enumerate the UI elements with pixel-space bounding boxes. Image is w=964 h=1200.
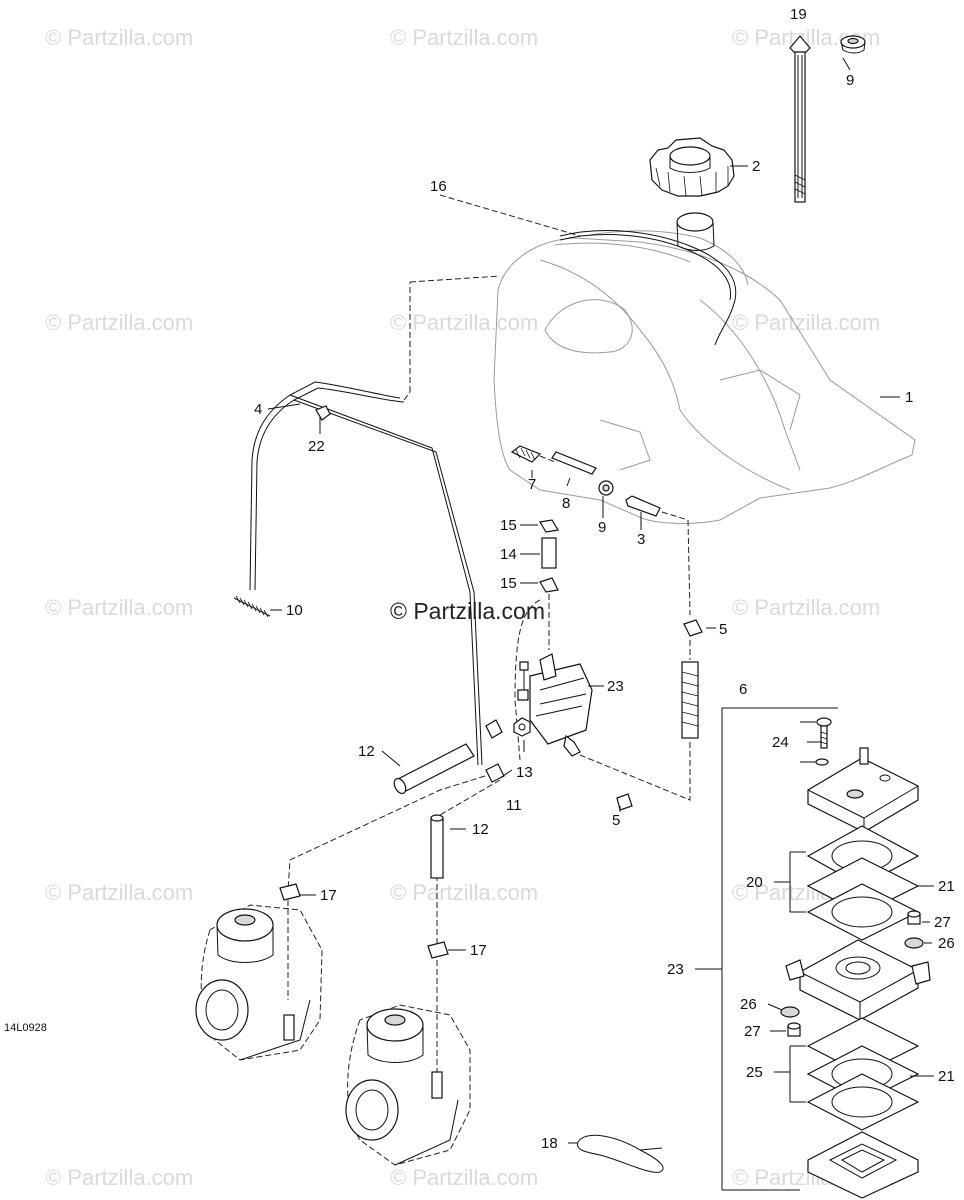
carburetor-right-part — [345, 1004, 471, 1166]
callout-13: 13 — [516, 764, 533, 781]
callout-1: 1 — [905, 389, 913, 406]
clamp-11-upper — [485, 719, 503, 739]
vent-hose-16 — [559, 230, 737, 346]
watermark: © Partzilla.com — [45, 25, 193, 50]
clamp-17-left — [279, 883, 301, 901]
hose-14-part — [539, 519, 559, 650]
callout-6: 6 — [739, 681, 747, 698]
callout-18: 18 — [541, 1135, 558, 1152]
callout-27-upper: 27 — [934, 914, 951, 931]
pump-kit-bracket — [721, 707, 838, 1191]
callout-9-top: 9 — [846, 72, 854, 89]
fuel-cap-part — [649, 137, 735, 197]
hose-spiral-part — [681, 661, 699, 739]
callout-19: 19 — [790, 6, 807, 23]
callout-17-right: 17 — [470, 942, 487, 959]
watermark: © Partzilla.com — [390, 1165, 538, 1190]
spring-part — [233, 595, 271, 618]
watermark: © Partzilla.com — [45, 310, 193, 335]
fuel-tank-part — [493, 212, 916, 524]
callout-11: 11 — [506, 797, 522, 814]
callout-17-left: 17 — [320, 887, 337, 904]
callout-14: 14 — [500, 546, 517, 563]
watermark: © Partzilla.com — [390, 880, 538, 905]
washer-26-upper — [904, 937, 924, 949]
cable-tie-18-part — [576, 1134, 664, 1173]
watermark-main: © Partzilla.com — [390, 598, 545, 624]
callout-5-upper: 5 — [719, 621, 727, 638]
clamp-17-right — [427, 941, 449, 959]
callout-8: 8 — [562, 495, 570, 512]
gasket-set-20-part — [806, 825, 920, 941]
callout-5-lower: 5 — [612, 812, 620, 829]
callout-2: 2 — [752, 158, 760, 175]
callout-26-upper: 26 — [938, 935, 955, 952]
callout-15-lower: 15 — [500, 575, 517, 592]
plug-27-lower — [787, 1022, 801, 1037]
clamp-11-lower — [485, 763, 505, 783]
fuel-filter-part — [510, 445, 689, 521]
watermark: © Partzilla.com — [45, 1165, 193, 1190]
hose-12-left-part — [393, 743, 475, 795]
callout-7: 7 — [528, 476, 536, 493]
watermark: © Partzilla.com — [390, 25, 538, 50]
callout-22: 22 — [308, 438, 325, 455]
pump-base-part — [807, 1131, 919, 1199]
clamp-5-lower — [616, 793, 633, 811]
callout-10: 10 — [286, 602, 303, 619]
callout-16: 16 — [430, 178, 447, 195]
callout-15-upper: 15 — [500, 517, 517, 534]
callout-labels: 1 2 3 4 5 5 6 7 8 9 9 10 11 12 12 13 14 … — [254, 6, 955, 1152]
watermark: © Partzilla.com — [390, 310, 538, 335]
callout-21-lower: 21 — [938, 1068, 955, 1085]
callout-27-lower: 27 — [744, 1023, 761, 1040]
watermark: © Partzilla.com — [45, 595, 193, 620]
clamp-5-upper — [683, 619, 703, 637]
hose-12-right-part — [430, 814, 444, 879]
callout-21-upper: 21 — [938, 878, 955, 895]
fuel-gauge-rod-part — [789, 35, 811, 203]
leader-lines — [267, 57, 934, 1144]
fuel-pump-part — [517, 653, 593, 757]
vent-line-part — [249, 275, 501, 766]
callout-26-lower: 26 — [740, 996, 757, 1013]
callout-20: 20 — [746, 874, 763, 891]
callout-23-kit: 23 — [667, 961, 684, 978]
callout-4: 4 — [254, 401, 262, 418]
callout-12-right: 12 — [472, 821, 489, 838]
callout-12-left: 12 — [358, 743, 375, 760]
nut-13-part — [513, 717, 531, 737]
clip-22 — [315, 405, 331, 421]
callout-25: 25 — [746, 1064, 763, 1081]
watermark: © Partzilla.com — [732, 310, 880, 335]
screw-24-part — [815, 717, 832, 766]
carburetor-left-part — [195, 904, 323, 1061]
plug-27-upper — [907, 910, 921, 925]
watermark: © Partzilla.com — [45, 880, 193, 905]
callout-3: 3 — [637, 531, 645, 548]
callout-24: 24 — [772, 734, 789, 751]
watermark-layer: © Partzilla.com © Partzilla.com © Partzi… — [45, 25, 880, 1190]
callout-9: 9 — [598, 519, 606, 536]
diagram-code: 14L0928 — [4, 1022, 47, 1034]
grommet-part — [840, 35, 866, 54]
callout-23-upper: 23 — [607, 678, 624, 695]
gasket-set-25-part — [806, 1017, 920, 1131]
washer-26-lower — [780, 1006, 800, 1018]
pump-body-part — [785, 939, 931, 1021]
watermark: © Partzilla.com — [732, 595, 880, 620]
